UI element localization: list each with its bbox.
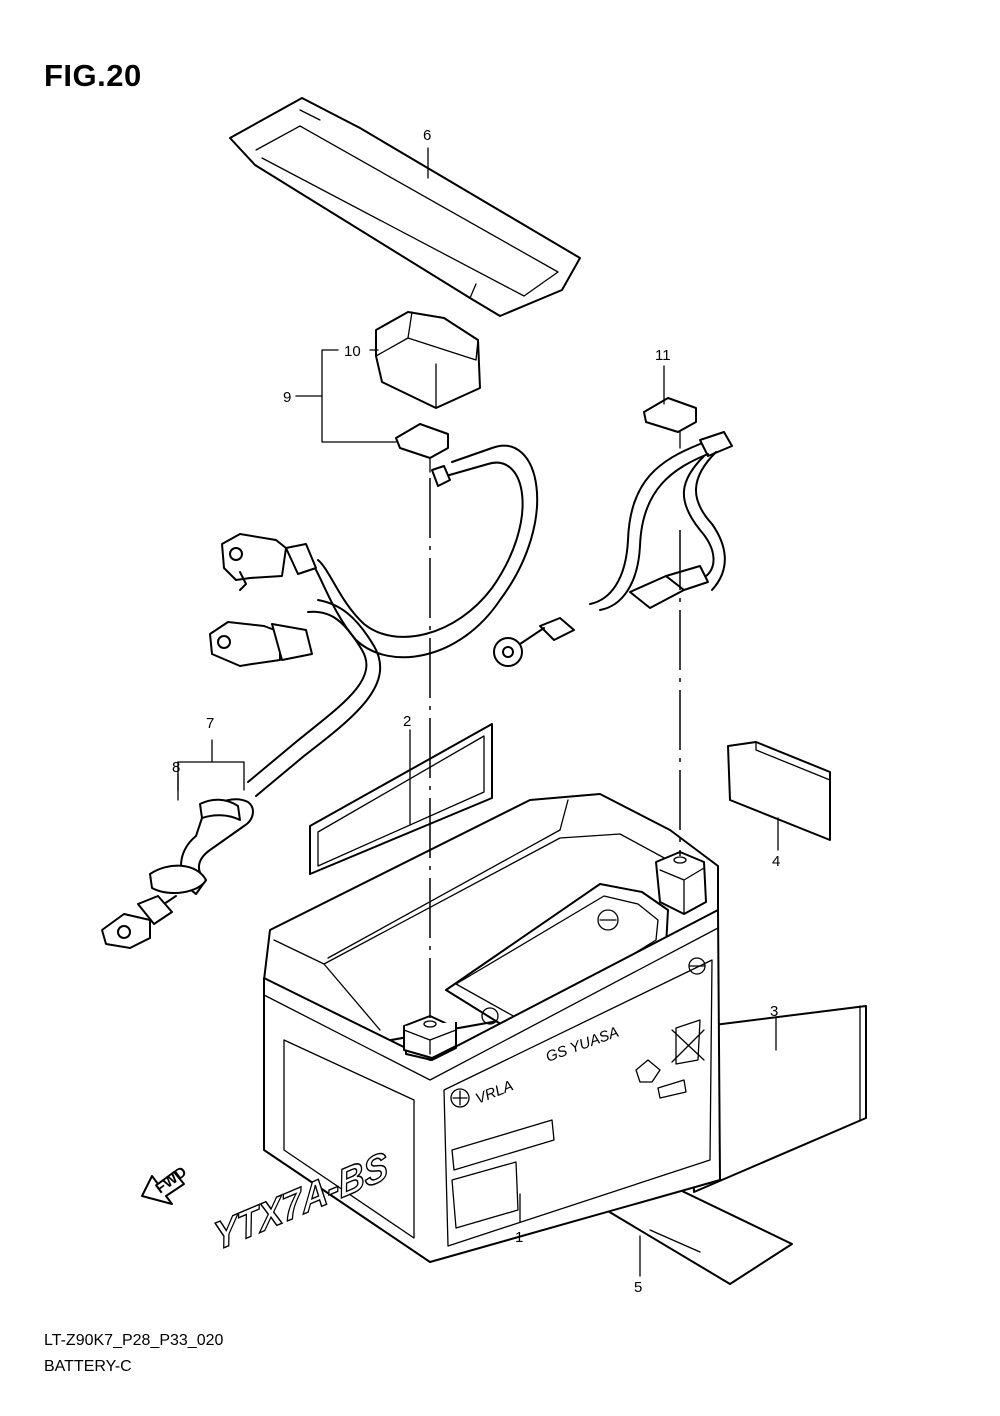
terminal-cover[interactable]	[375, 311, 481, 409]
label-4[interactable]	[727, 741, 831, 841]
callout-1[interactable]: 1	[515, 1229, 523, 1246]
diagram-name: BATTERY-C	[44, 1358, 132, 1375]
fwd-arrow: FWD	[141, 1163, 190, 1205]
negative-harness[interactable]	[493, 397, 733, 667]
assembly-guide-lines	[429, 478, 681, 1020]
negative-cable-with-boot[interactable]	[101, 599, 381, 949]
callout-9[interactable]: 9	[283, 389, 291, 406]
figure-title: FIG.20	[44, 58, 142, 93]
callout-5[interactable]: 5	[634, 1279, 642, 1296]
label-2[interactable]	[309, 723, 493, 875]
positive-cable[interactable]	[221, 423, 539, 659]
callouts: 1 2 3 4 5 6 7 8 9 10 11	[172, 127, 780, 1296]
callout-11[interactable]: 11	[655, 347, 671, 364]
battery-strap[interactable]	[229, 97, 581, 317]
callout-8[interactable]: 8	[172, 759, 180, 776]
callout-3[interactable]: 3	[770, 1003, 778, 1020]
callout-leaders	[177, 147, 779, 1277]
battery[interactable]: GS YUASA YTX7A-BS VRLA	[210, 793, 721, 1263]
callout-4[interactable]: 4	[772, 853, 780, 870]
callout-6[interactable]: 6	[423, 127, 431, 144]
diagram-code: LT-Z90K7_P28_P33_020	[44, 1332, 224, 1349]
callout-7[interactable]: 7	[206, 715, 214, 732]
callout-10[interactable]: 10	[344, 343, 361, 360]
callout-2[interactable]: 2	[403, 713, 411, 730]
